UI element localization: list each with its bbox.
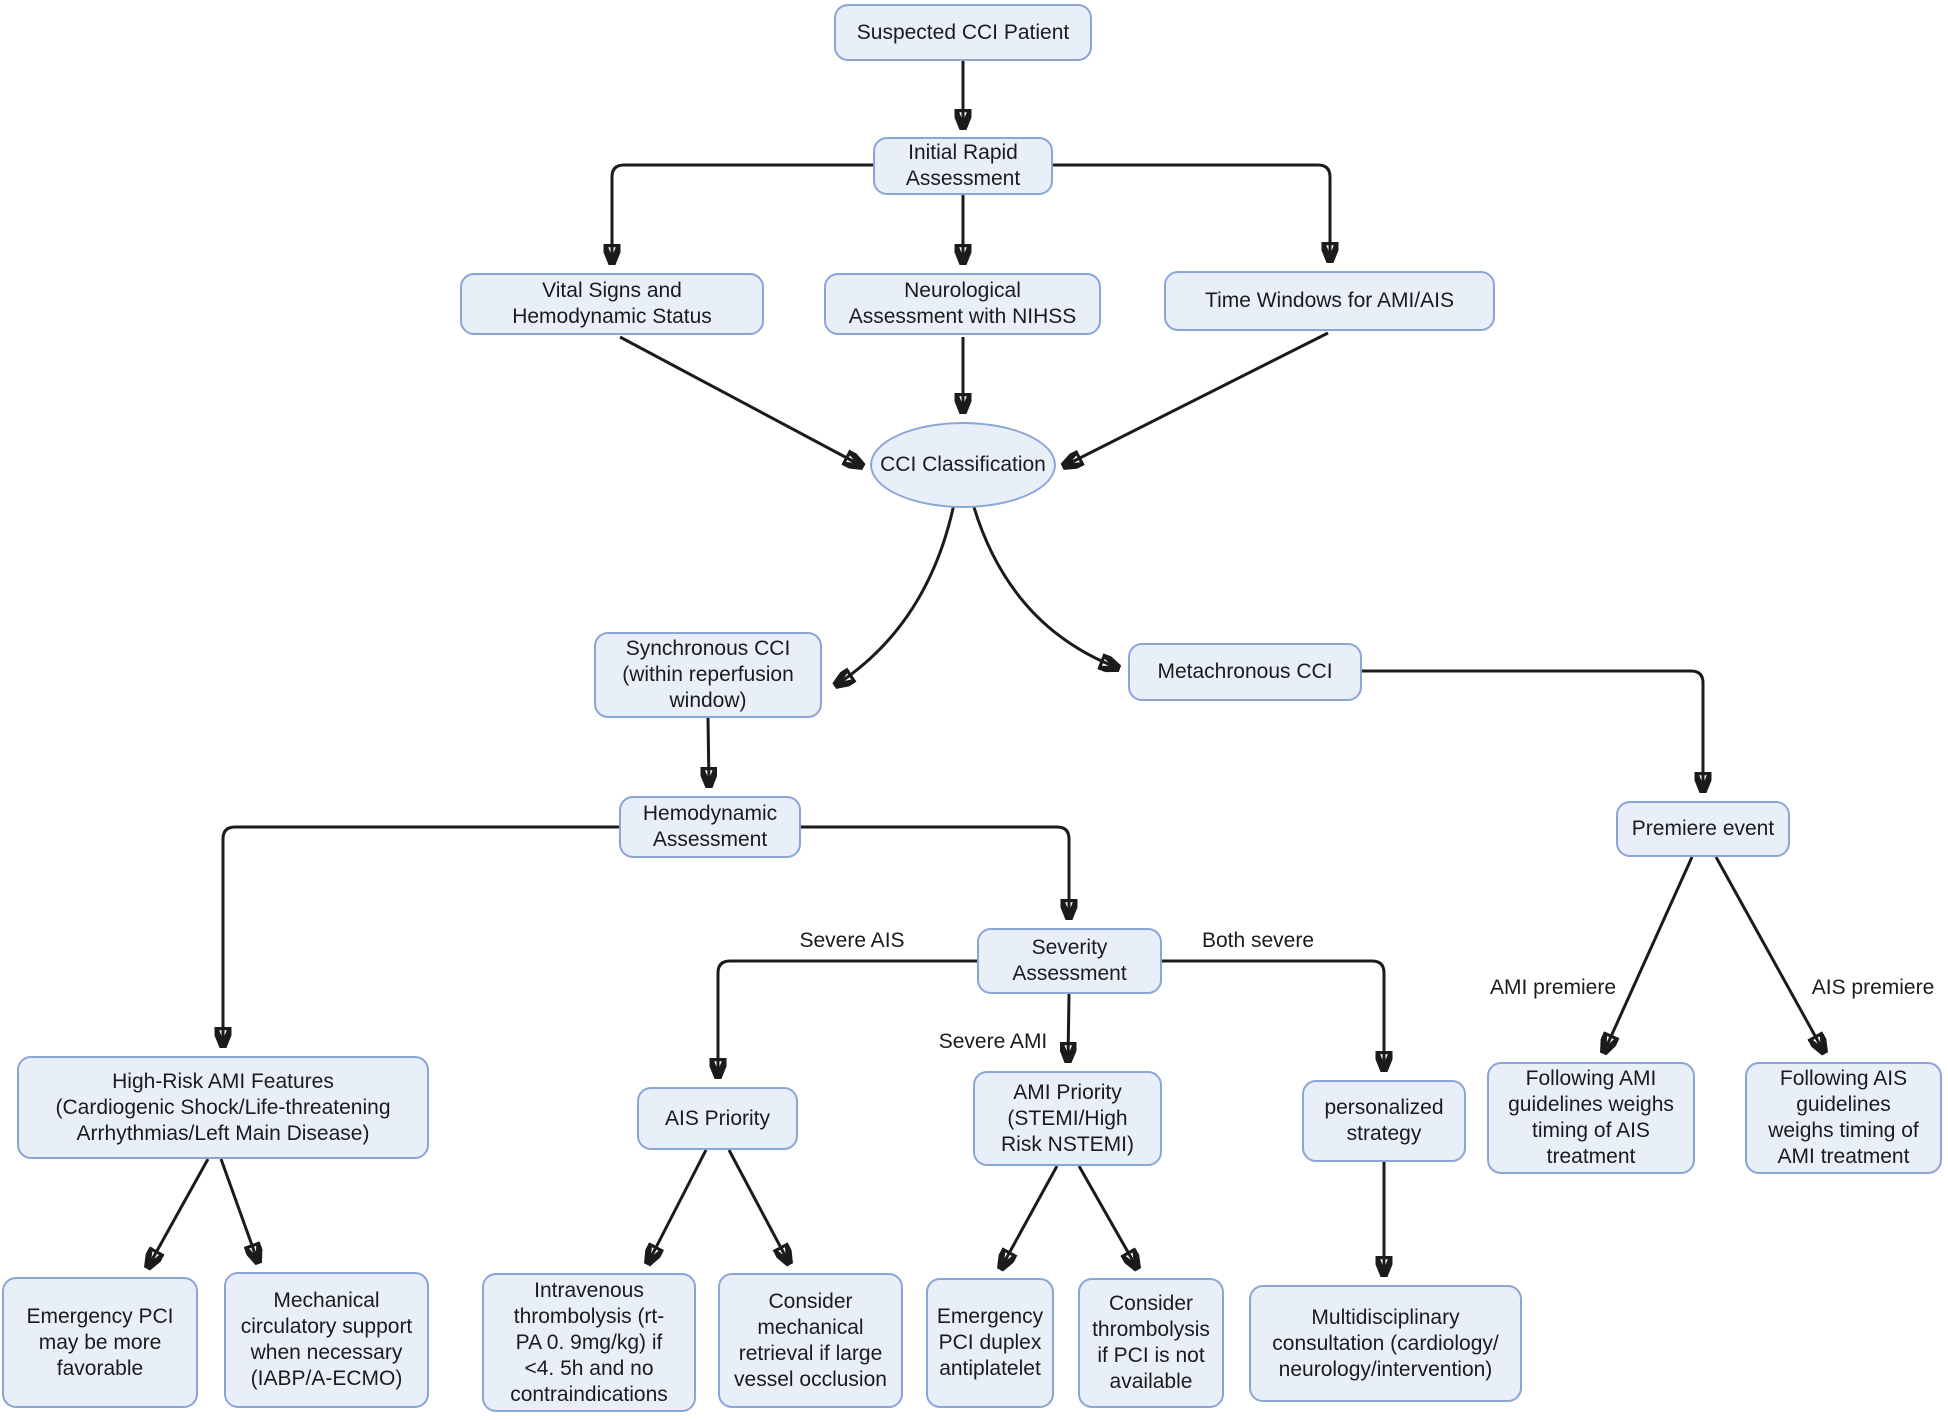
edge-label-severe-ami: Severe AMI [936, 1030, 1050, 1054]
node-neurological-assessment-nihss: Neurological Assessment with NIHSS [824, 273, 1101, 335]
node-hemodynamic-assessment: Hemodynamic Assessment [619, 796, 801, 858]
edge-hemodynamic-to-severity [801, 825, 1069, 918]
edge-vital-to-cci [619, 335, 862, 466]
edge-label-ais-premiere: AIS premiere [1809, 976, 1937, 1000]
edge-cci-to-metachronous [971, 503, 1118, 668]
node-vital-signs-hemodynamic-status: Vital Signs and Hemodynamic Status [460, 273, 764, 335]
node-consider-thrombolysis: Consider thrombolysis if PCI is not avai… [1078, 1278, 1224, 1408]
edge-metachronous-to-premiere [1362, 669, 1703, 791]
edge-initial-to-time-windows [1053, 163, 1330, 261]
node-intravenous-thrombolysis: Intravenous thrombolysis (rt- PA 0. 9mg/… [482, 1273, 696, 1412]
node-mechanical-circulatory-support: Mechanical circulatory support when nece… [224, 1272, 429, 1408]
edge-severity-to-ami-priority [1068, 993, 1069, 1061]
edge-label-ami-premiere: AMI premiere [1487, 976, 1619, 1000]
edge-label-both-severe: Both severe [1199, 929, 1317, 953]
node-emergency-pci-duplex: Emergency PCI duplex antiplatelet [926, 1278, 1054, 1408]
node-premiere-event: Premiere event [1616, 801, 1790, 857]
edge-high-risk-to-emergency-pci [148, 1158, 210, 1267]
node-following-ais-guidelines: Following AIS guidelines weighs timing o… [1745, 1062, 1942, 1174]
node-cci-classification: CCI Classification [870, 422, 1056, 508]
node-time-windows-ami-ais: Time Windows for AMI/AIS [1164, 271, 1495, 331]
edge-ais-priority-to-intravenous [648, 1149, 708, 1263]
node-following-ami-guidelines: Following AMI guidelines weighs timing o… [1487, 1062, 1695, 1174]
node-ami-priority: AMI Priority (STEMI/High Risk NSTEMI) [973, 1071, 1162, 1166]
node-severity-assessment: Severity Assessment [977, 928, 1162, 994]
edge-severity-to-personalized [1162, 959, 1384, 1070]
edge-premiere-to-following-ais [1714, 856, 1824, 1052]
node-emergency-pci-favorable: Emergency PCI may be more favorable [2, 1277, 198, 1408]
edge-ami-priority-to-consider-thrombolysis [1077, 1165, 1137, 1268]
node-high-risk-ami-features: High-Risk AMI Features (Cardiogenic Shoc… [17, 1056, 429, 1159]
edge-hemodynamic-to-high-risk [223, 825, 619, 1046]
node-metachronous-cci: Metachronous CCI [1128, 643, 1362, 701]
node-synchronous-cci: Synchronous CCI (within reperfusion wind… [594, 632, 822, 718]
edge-severity-to-ais-priority [718, 959, 977, 1077]
edge-ais-priority-to-consider-mechanical [727, 1149, 789, 1263]
node-multidisciplinary-consultation: Multidisciplinary consultation (cardiolo… [1249, 1285, 1522, 1402]
node-consider-mechanical-retrieval: Consider mechanical retrieval if large v… [718, 1273, 903, 1408]
edge-ami-priority-to-pci-duplex [1001, 1165, 1059, 1268]
edge-synchronous-to-hemodynamic [708, 717, 709, 786]
edge-high-risk-to-mechanical [219, 1158, 258, 1262]
edge-premiere-to-following-ami [1604, 856, 1694, 1052]
node-ais-priority: AIS Priority [637, 1087, 798, 1150]
node-suspected-cci-patient: Suspected CCI Patient [834, 4, 1092, 61]
edge-time-windows-to-cci [1064, 331, 1329, 466]
node-personalized-strategy: personalized strategy [1302, 1080, 1466, 1162]
node-initial-rapid-assessment: Initial Rapid Assessment [873, 137, 1053, 195]
edge-label-severe-ais: Severe AIS [797, 929, 907, 953]
edge-cci-to-synchronous [836, 503, 956, 685]
edge-initial-to-vital [612, 163, 873, 263]
